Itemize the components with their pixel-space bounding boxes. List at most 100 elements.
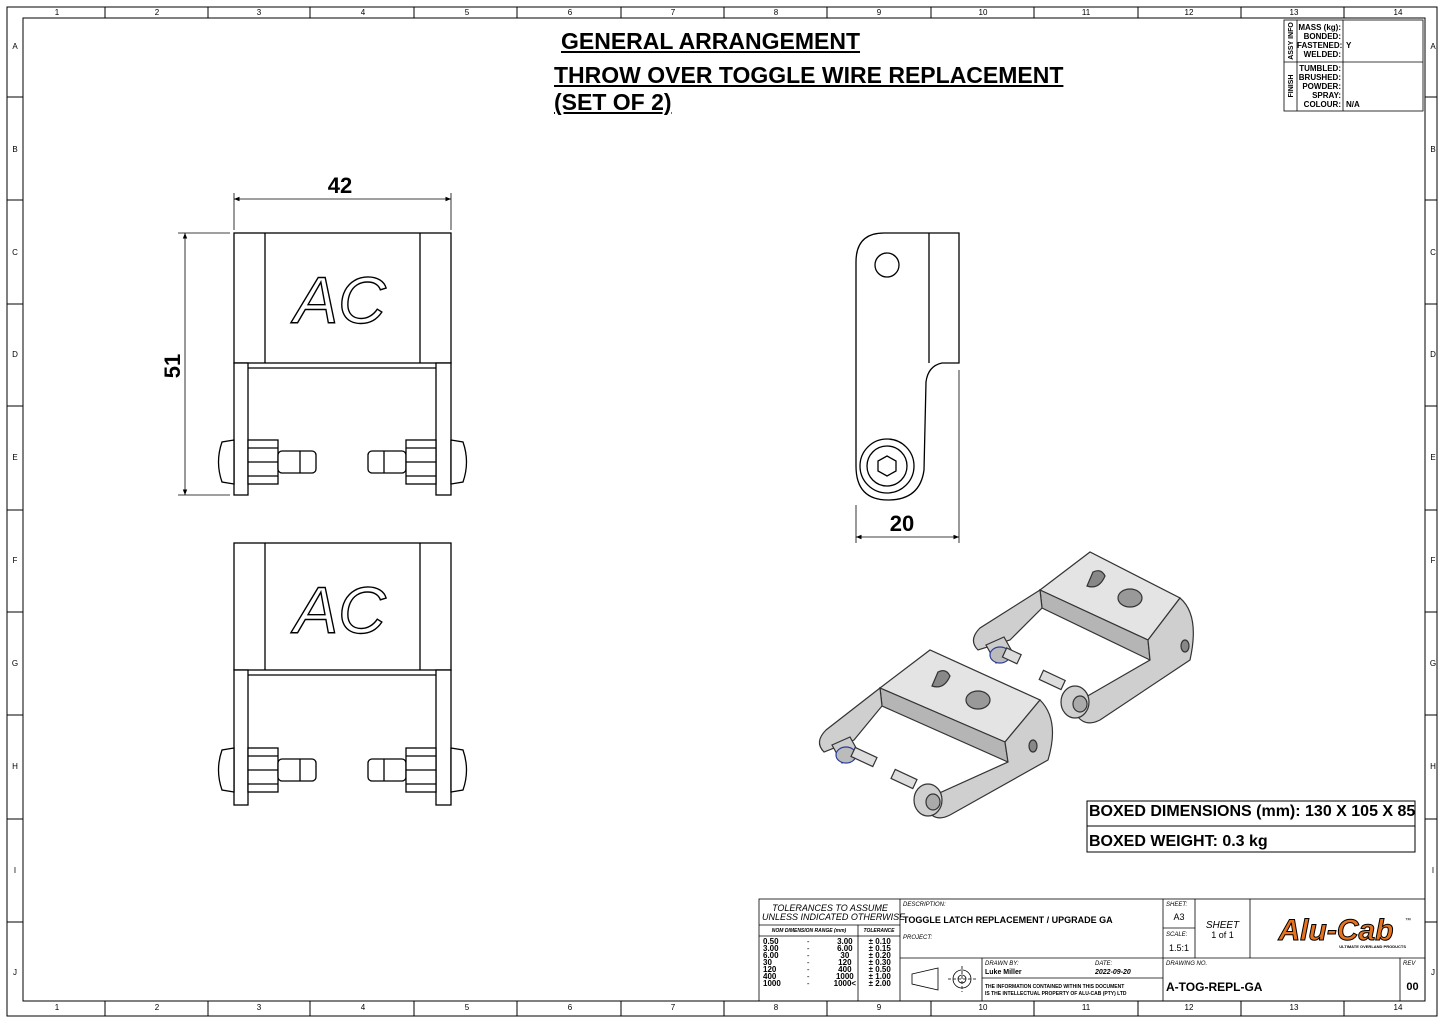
grid-row-label: A xyxy=(1430,42,1436,51)
tolerance-dash: - xyxy=(806,937,810,946)
scale-label: SCALE: xyxy=(1166,932,1188,938)
disclaimer-line-1: THE INFORMATION CONTAINED WITHIN THIS DO… xyxy=(985,984,1125,990)
tolerance-to: 400 xyxy=(838,965,852,974)
tolerance-row: 1000-1000<± 2.00 xyxy=(761,979,900,988)
grid-row-label: J xyxy=(1431,968,1435,977)
grid-row-label: A xyxy=(12,42,18,51)
grid-col-label: 13 xyxy=(1289,1003,1299,1012)
grid-row-label: H xyxy=(12,762,18,771)
grid-col-label: 8 xyxy=(773,8,779,17)
grid-col-label: 10 xyxy=(978,1003,988,1012)
grid-col-label: 2 xyxy=(154,8,160,17)
drawn-by-label: DRAWN BY: xyxy=(985,961,1019,967)
tolerance-from: 120 xyxy=(763,965,777,974)
grid-col-label: 7 xyxy=(670,8,676,17)
tolerance-to: 6.00 xyxy=(837,944,853,953)
svg-text:ULTIMATE OVERLAND PRODUCTS: ULTIMATE OVERLAND PRODUCTS xyxy=(1339,944,1406,949)
tolerance-from: 6.00 xyxy=(763,951,779,960)
grid-row-label: B xyxy=(1430,145,1436,154)
grid-col-label: 10 xyxy=(978,8,988,17)
grid-col-label: 2 xyxy=(154,1003,160,1012)
tolerance-to: 3.00 xyxy=(837,937,853,946)
grid-col-label: 12 xyxy=(1184,1003,1194,1012)
tolerance-tol: ± 2.00 xyxy=(868,979,891,988)
tolerance-dash: - xyxy=(806,958,810,967)
grid-col-label: 1 xyxy=(54,8,60,17)
tolerance-row: 120 - 400 ± 0.50 xyxy=(761,965,900,974)
grid-row-label: D xyxy=(1430,350,1436,359)
zone-ticks xyxy=(7,7,1437,1016)
tolerance-dash: - xyxy=(806,972,810,981)
grid-col-label: 9 xyxy=(876,8,882,17)
info-box-frame xyxy=(1283,19,1424,112)
assy-info-label: WELDED: xyxy=(1303,50,1341,59)
tolerance-row: 6.00 - 30 ± 0.20 xyxy=(761,951,900,960)
isometric-view-back xyxy=(972,551,1194,724)
dim-side xyxy=(855,370,960,543)
grid-col-label: 6 xyxy=(567,1003,573,1012)
grid-col-label: 1 xyxy=(54,1003,60,1012)
svg-text:™: ™ xyxy=(1405,917,1411,924)
grid-row-label: B xyxy=(12,145,18,154)
tolerance-from: 1000 xyxy=(763,979,781,988)
drawn-by: Luke Miller xyxy=(985,969,1022,976)
finish-label: SPRAY: xyxy=(1312,91,1341,100)
tolerance-from: 30 xyxy=(763,958,772,967)
dim-height-label: 51 xyxy=(160,354,185,378)
grid-row-label: C xyxy=(1430,248,1436,257)
title-subtitle: THROW OVER TOGGLE WIRE REPLACEMENT xyxy=(554,62,1064,88)
drawing-no-label: DRAWING NO. xyxy=(1166,961,1208,967)
grid-col-label: 7 xyxy=(670,1003,676,1012)
scale: 1.5:1 xyxy=(1168,943,1190,953)
assy-info-label: FASTENED: xyxy=(1297,41,1343,50)
grid-col-label: 14 xyxy=(1393,1003,1403,1012)
grid-col-label: 13 xyxy=(1289,8,1299,17)
tolerance-tol: ± 0.10 xyxy=(868,937,891,946)
description-label: DESCRIPTION: xyxy=(903,902,946,908)
tolerance-row: 30 - 120 ± 0.30 xyxy=(761,958,900,967)
grid-col-label: 12 xyxy=(1184,8,1194,17)
front-view-bottom xyxy=(217,542,468,806)
alu-cab-logo: Alu-Cab ™ ULTIMATE OVERLAND PRODUCTS xyxy=(1277,914,1411,950)
tolerance-col-tol: TOLERANCE xyxy=(863,928,895,934)
grid-row-label: I xyxy=(13,866,17,875)
grid-row-label: C xyxy=(12,248,18,257)
tolerance-tol: ± 0.30 xyxy=(868,958,891,967)
side-view xyxy=(855,232,960,501)
isometric-view-front xyxy=(818,649,1054,819)
sheet-size: A3 xyxy=(1173,912,1185,922)
grid-row-label: H xyxy=(1430,762,1436,771)
sheet-label: SHEET xyxy=(1205,920,1240,931)
inner-frame xyxy=(22,17,1426,1002)
finish-label: COLOUR: xyxy=(1303,100,1341,109)
tolerance-to: 120 xyxy=(838,958,852,967)
date-label: DATE: xyxy=(1095,961,1113,967)
svg-text:Alu-Cab: Alu-Cab xyxy=(1278,914,1394,947)
grid-col-label: 4 xyxy=(360,1003,366,1012)
dim-height xyxy=(178,232,230,496)
grid-col-label: 5 xyxy=(464,8,470,17)
outer-frame xyxy=(6,6,1438,1017)
tolerance-tol: ± 0.50 xyxy=(868,965,891,974)
grid-col-label: 6 xyxy=(567,8,573,17)
sheet-size-label: SHEET: xyxy=(1166,902,1188,908)
tolerance-col-range: NOM DIMENSION RANGE (mm) xyxy=(771,928,847,934)
tolerance-dash: - xyxy=(806,979,810,988)
grid-col-label: 11 xyxy=(1081,1003,1091,1012)
tolerance-tol: ± 0.20 xyxy=(868,951,891,960)
disclaimer-line-2: IS THE INTELLECTUAL PROPERTY OF ALU-CAB … xyxy=(985,991,1127,997)
grid-col-label: 11 xyxy=(1081,8,1091,17)
tolerance-tol: ± 0.15 xyxy=(868,944,891,953)
tolerance-row: 400-1000± 1.00 xyxy=(761,972,900,981)
boxed-weight: BOXED WEIGHT: 0.3 kg xyxy=(1089,833,1268,850)
rev: 00 xyxy=(1406,981,1419,993)
finish-label: FINISH xyxy=(1288,75,1295,98)
grid-col-label: 14 xyxy=(1393,8,1403,17)
tolerance-dash: - xyxy=(806,951,810,960)
front-view-top xyxy=(217,232,468,496)
grid-row-label: E xyxy=(1430,453,1436,462)
grid-row-label: J xyxy=(13,968,17,977)
projection-symbol-icon xyxy=(911,966,976,992)
tolerance-to: 30 xyxy=(840,951,850,960)
tolerance-dash: - xyxy=(806,965,810,974)
